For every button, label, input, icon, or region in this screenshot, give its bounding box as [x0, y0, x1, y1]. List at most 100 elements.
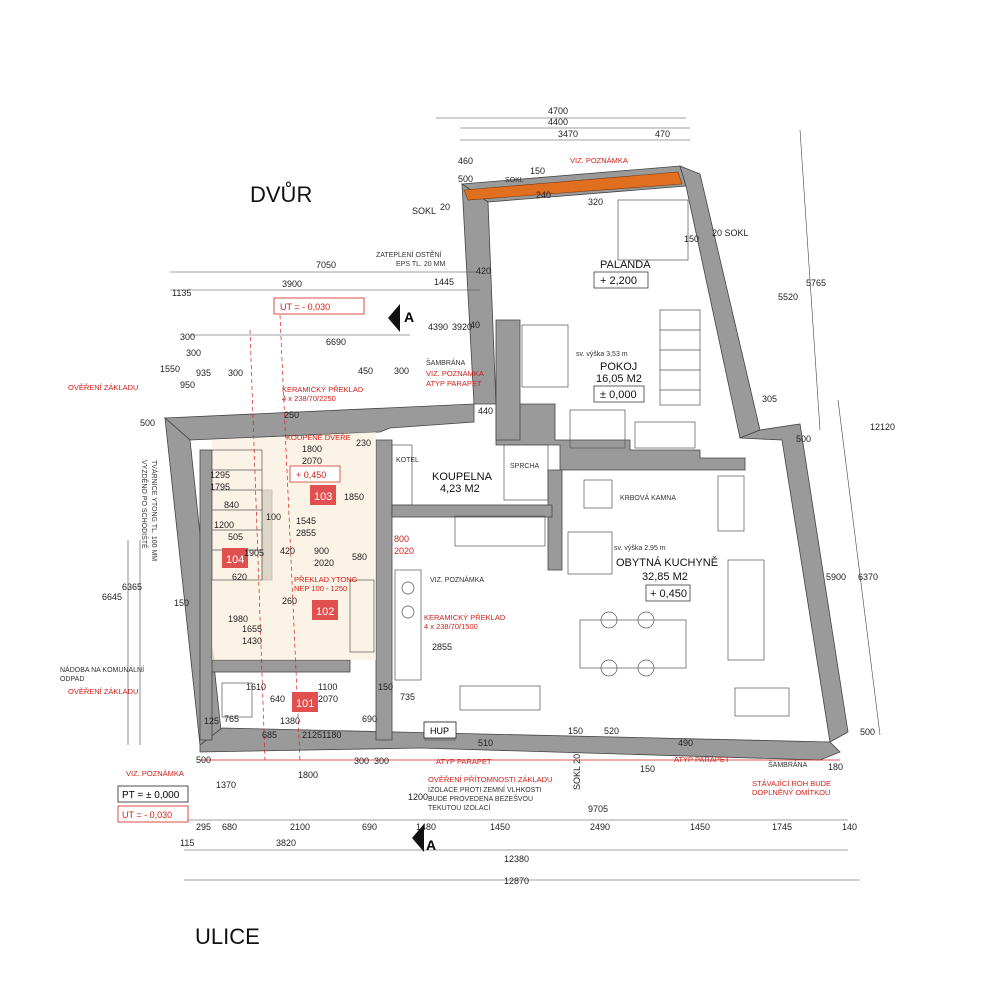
- sprcha-label: SPRCHA: [510, 463, 540, 470]
- svg-text:490: 490: [678, 738, 693, 748]
- svg-text:4400: 4400: [548, 117, 568, 127]
- street-label: ULICE: [195, 924, 260, 949]
- kamna-label: KRBOVÁ KAMNA: [620, 493, 676, 502]
- courtyard-label: DVŮR: [250, 182, 312, 207]
- svg-text:230: 230: [356, 438, 371, 448]
- svg-text:450: 450: [358, 366, 373, 376]
- kuchyne-name: OBYTNÁ KUCHYNĚ: [616, 556, 718, 569]
- overeni-pritomnosti: OVĚŘENÍ PŘÍTOMNOSTI ZÁKLADU: [428, 775, 552, 784]
- svg-text:935: 935: [196, 368, 211, 378]
- svg-text:2125: 2125: [302, 730, 322, 740]
- wardrobe: [349, 579, 375, 653]
- svg-text:1200: 1200: [214, 520, 234, 530]
- kotel-label: KOTEL: [396, 457, 419, 464]
- staircase-hall: [211, 449, 263, 581]
- tvarnice-2: VYZDĚNO PO SCHODIŠTĚ: [140, 460, 149, 549]
- svg-text:150: 150: [378, 682, 393, 692]
- svg-text:12870: 12870: [504, 876, 529, 886]
- svg-text:104: 104: [226, 554, 244, 566]
- svg-text:1180: 1180: [322, 730, 341, 740]
- svg-text:101: 101: [296, 698, 314, 710]
- fireplace-stove: [583, 479, 613, 509]
- wall-bath-south: [391, 504, 553, 518]
- svg-text:685: 685: [262, 730, 277, 740]
- nadoba-2: ODPAD: [60, 676, 84, 683]
- red-guides: [200, 314, 840, 761]
- svg-text:1980: 1980: [228, 614, 248, 624]
- section-marker-top: A: [388, 304, 414, 332]
- svg-text:7050: 7050: [316, 260, 336, 270]
- svg-text:12120: 12120: [870, 422, 895, 432]
- sokl-4: SOKL 20: [572, 754, 582, 790]
- overeni-zakladu-1: OVĚŘENÍ ZÁKLADU: [68, 383, 138, 392]
- svg-text:40: 40: [470, 320, 480, 330]
- svg-text:500: 500: [796, 434, 811, 444]
- room-103-badge: [310, 485, 336, 505]
- svg-text:1745: 1745: [772, 822, 792, 832]
- tvarnice-1: TVÁRNICE YTONG TL. 100 MM: [150, 460, 159, 561]
- svg-text:125: 125: [204, 716, 219, 726]
- svg-text:460: 460: [458, 156, 473, 166]
- svg-text:240: 240: [536, 190, 551, 200]
- insulation-strip: [463, 171, 683, 201]
- svg-text:5765: 5765: [806, 278, 826, 288]
- svg-text:300: 300: [374, 756, 389, 766]
- svg-text:765: 765: [224, 714, 239, 724]
- svg-text:300: 300: [354, 756, 369, 766]
- svg-text:1450: 1450: [690, 822, 710, 832]
- kuchyne-area: 32,85 M2: [642, 571, 688, 583]
- svg-text:2070: 2070: [302, 456, 322, 466]
- svg-text:510: 510: [478, 738, 493, 748]
- furniture: [211, 199, 790, 741]
- preklad-ytong: PŘEKLAD YTONG: [294, 575, 358, 584]
- atyp-parapet-2: ATYP PARAPET: [436, 757, 492, 766]
- svg-text:640: 640: [270, 694, 285, 704]
- svg-text:1800: 1800: [298, 770, 318, 780]
- wall-wc-north: [209, 659, 351, 673]
- svg-text:102: 102: [316, 606, 334, 618]
- kitchen-counter-bottom: [459, 685, 541, 711]
- svg-text:3820: 3820: [276, 838, 296, 848]
- svg-text:1850: 1850: [344, 492, 364, 502]
- svg-text:150: 150: [530, 166, 545, 176]
- preklad-ytong-spec: NEP 100 - 1250: [294, 584, 347, 593]
- kuchyne-height: sv. výška 2,95 m: [614, 545, 666, 552]
- sofa-pokoj: [521, 324, 569, 388]
- atyp-parapet-1: ATYP PARAPET: [426, 379, 482, 388]
- armchair: [567, 531, 613, 575]
- svg-text:500: 500: [196, 755, 211, 765]
- kitchen-counter-top: [454, 515, 546, 547]
- palanda-level: + 2,200: [600, 275, 637, 287]
- svg-text:A: A: [404, 309, 414, 325]
- sofa-kitchen: [727, 559, 765, 661]
- svg-text:2020: 2020: [394, 546, 414, 556]
- svg-text:1545: 1545: [296, 516, 316, 526]
- svg-text:1200: 1200: [408, 792, 428, 802]
- boiler: [391, 444, 413, 506]
- svg-text:500: 500: [140, 418, 155, 428]
- stavajici-2: DOPLNĚNÝ OMÍTKOU: [752, 788, 830, 797]
- palanda-name: PALANDA: [600, 259, 651, 271]
- shelf-pokoj: [634, 421, 696, 449]
- viz-poznamka-bottom: VIZ. POZNÁMKA: [126, 769, 184, 778]
- svg-text:2490: 2490: [590, 822, 610, 832]
- svg-text:1430: 1430: [242, 636, 262, 646]
- svg-text:20: 20: [440, 202, 450, 212]
- svg-text:2020: 2020: [314, 558, 334, 568]
- svg-text:1800: 1800: [302, 444, 322, 454]
- svg-text:420: 420: [280, 546, 295, 556]
- svg-text:900: 900: [314, 546, 329, 556]
- koupelna-area: 4,23 M2: [440, 483, 480, 495]
- pokoj-height: sv. výška 3,53 m: [576, 351, 628, 358]
- pokoj-area: 16,05 M2: [596, 373, 642, 385]
- svg-text:115: 115: [180, 838, 194, 848]
- wall-stair-west: [199, 449, 213, 741]
- svg-text:150: 150: [684, 234, 699, 244]
- viz-poznamka-top: VIZ. POZNÁMKA: [570, 156, 628, 165]
- svg-text:6365: 6365: [122, 582, 142, 592]
- atyp-parapet-3: ATYP PARAPET: [674, 755, 730, 764]
- wall-main-south: [199, 727, 841, 761]
- koupene-dvere: KOUPENÉ DVEŘE: [286, 433, 351, 442]
- pokoj-level: ± 0,000: [600, 389, 637, 401]
- svg-text:1100: 1100: [318, 682, 337, 692]
